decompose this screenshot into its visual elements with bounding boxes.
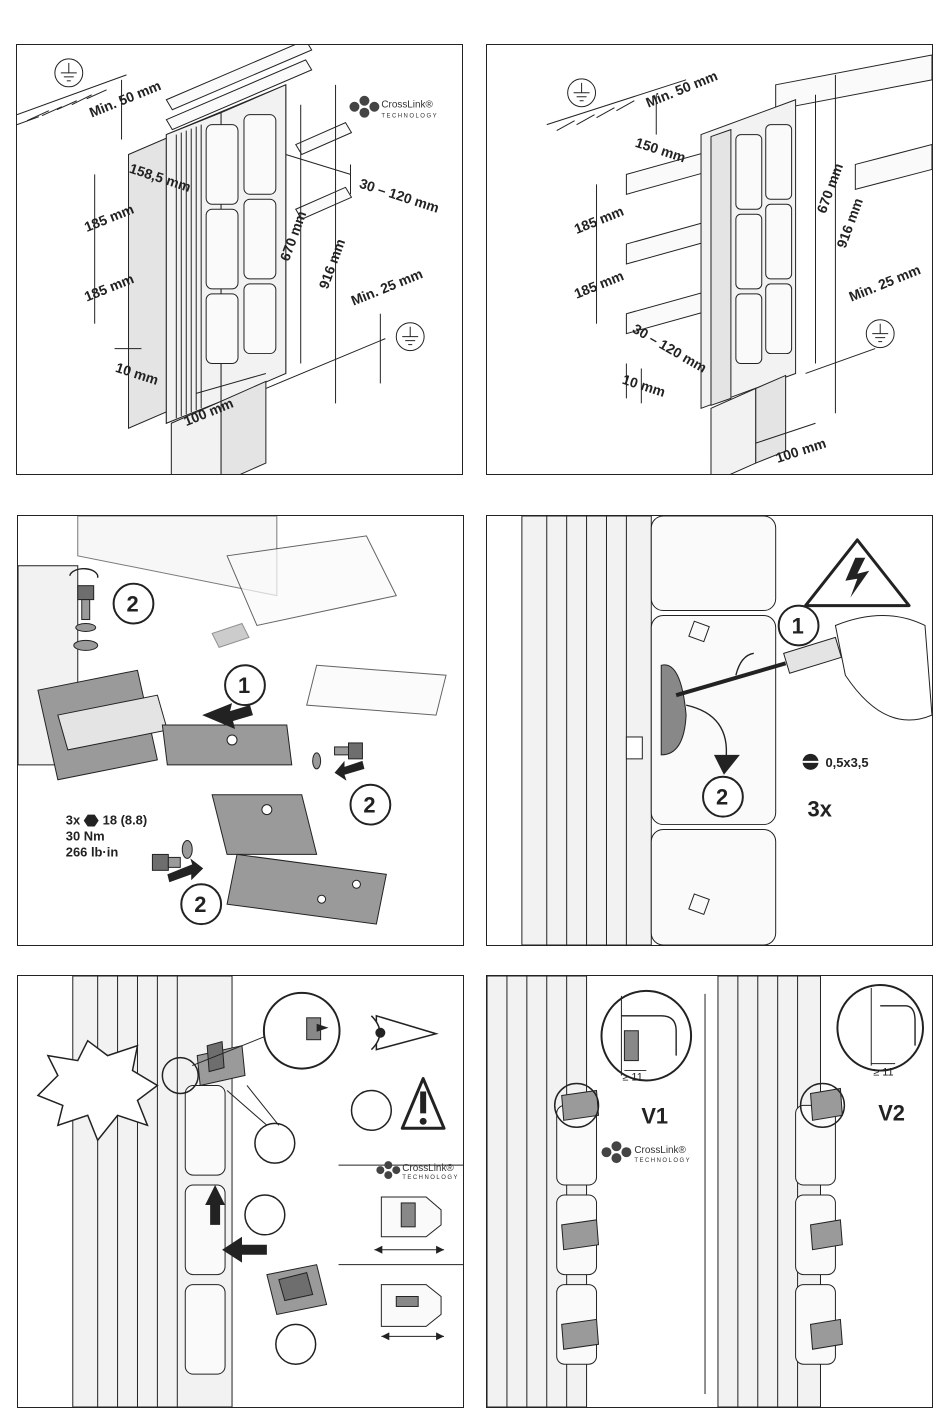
panel-installation-dimensions-side: Min. 50 mm 150 mm 185 mm 185 mm 670 mm 9… — [486, 44, 933, 475]
dimension-drawing-side: Min. 50 mm 150 mm 185 mm 185 mm 670 mm 9… — [487, 45, 932, 474]
push-arrow-right-icon — [335, 761, 365, 781]
dim-height-670: 670 mm — [813, 161, 846, 215]
step-badge-2-top: 2 — [114, 584, 154, 624]
clip-detail-ok — [374, 1197, 444, 1254]
electrical-hazard-icon — [806, 540, 910, 606]
strip-v2 — [718, 976, 842, 1407]
earth-symbol-bottom-icon — [380, 314, 424, 384]
cover-removal-drawing: 1 2 0,5x3,5 3x — [487, 516, 932, 945]
panel-installation-dimensions-front: CrossLink® TECHNOLOGY Min. 50 mm 158,5 m… — [16, 44, 463, 475]
earth-symbol-icon — [55, 59, 83, 87]
strip-body — [522, 516, 651, 945]
gap-label-v2: ≥ 11 — [873, 1067, 893, 1079]
dim-spacing: 30 – 120 mm — [358, 175, 442, 216]
crosslink-logo: CrossLink® TECHNOLOGY — [376, 1161, 459, 1181]
torque-qty: 3x — [66, 813, 81, 828]
dim-pitch-1: 185 mm — [82, 201, 136, 235]
detail-magnifier-v2 — [837, 985, 923, 1071]
clip-detail-alt — [381, 1285, 444, 1341]
bolt-bottom-icon — [152, 840, 192, 870]
panel-clip-mounting: CrossLink® TECHNOLOGY — [17, 975, 464, 1408]
step-circle-empty-d — [276, 1324, 316, 1364]
hex-head-icon — [84, 815, 99, 827]
variant-label-v2: V2 — [878, 1100, 905, 1125]
dim-min-bottom: Min. 25 mm — [846, 261, 922, 304]
panel-busbar-connection: 1 2 2 2 3x 18 (8.8) 30 Nm 266 lb·in — [17, 515, 464, 946]
dim-height-916: 916 mm — [833, 196, 866, 250]
detail-magnifier-v1 — [602, 991, 692, 1081]
step-circle-empty-a — [351, 1090, 391, 1130]
dim-gap-10: 10 mm — [620, 371, 667, 400]
strip-body — [73, 976, 232, 1407]
variant-label-v1: V1 — [641, 1103, 668, 1128]
step-number-1: 1 — [238, 673, 250, 698]
variant-comparison-drawing: ≥ 11 V1 ≥ 11 V2 CrossLink® TECHNOLOGY — [487, 976, 932, 1407]
detail-magnifier — [264, 993, 340, 1069]
count-3x: 3x — [808, 797, 832, 822]
dim-min-top: Min. 50 mm — [643, 67, 719, 110]
brand-name: CrossLink® — [402, 1163, 454, 1174]
step-badge-2-right: 2 — [350, 785, 390, 825]
dim-pitch-2: 185 mm — [572, 267, 626, 301]
panel-variants: ≥ 11 V1 ≥ 11 V2 CrossLink® TECHNOLOGY — [486, 975, 933, 1408]
step-number-2: 2 — [194, 892, 206, 917]
step-number-1: 1 — [792, 613, 804, 638]
gap-label-v1: ≥ 11 — [622, 1072, 642, 1084]
torque-lbin: 266 lb·in — [66, 844, 119, 859]
step-badge-1: 1 — [225, 665, 265, 705]
fuse-strip-cabinet — [701, 100, 796, 474]
earth-symbol-bottom-icon — [866, 320, 894, 348]
step-badge-2: 2 — [703, 777, 743, 817]
crosslink-logo: CrossLink® TECHNOLOGY — [349, 96, 438, 120]
torque-spec: 3x 18 (8.8) 30 Nm 266 lb·in — [66, 813, 147, 860]
torque-nm: 30 Nm — [66, 828, 105, 843]
brand-sub: TECHNOLOGY — [634, 1158, 691, 1164]
eye-icon — [371, 1016, 436, 1050]
dim-150: 150 mm — [633, 134, 687, 165]
strip-v1 — [487, 976, 598, 1407]
torque-hex-size: 18 (8.8) — [103, 813, 148, 828]
brand-sub: TECHNOLOGY — [381, 114, 438, 120]
dim-spacing: 30 – 120 mm — [630, 320, 710, 375]
step-number-2: 2 — [363, 793, 375, 818]
panel-cover-removal: 1 2 0,5x3,5 3x — [486, 515, 933, 946]
earth-symbol-icon — [568, 79, 596, 107]
clip-mounting-drawing: CrossLink® TECHNOLOGY — [18, 976, 463, 1407]
screwdriver-spec: 0,5x3,5 3x — [803, 754, 869, 822]
dimension-drawing-front: CrossLink® TECHNOLOGY Min. 50 mm 158,5 m… — [17, 45, 462, 474]
screwdriver-size: 0,5x3,5 — [825, 755, 868, 770]
step-number-2: 2 — [127, 592, 139, 617]
step-badge-1: 1 — [779, 606, 819, 646]
clip-part — [267, 1265, 327, 1315]
step-badge-2-bottom: 2 — [181, 884, 221, 924]
dim-pitch-1: 185 mm — [572, 203, 626, 237]
direction-arrow-faint — [212, 623, 249, 647]
step-circle-empty-c — [245, 1195, 285, 1235]
dim-min-top: Min. 50 mm — [87, 77, 163, 120]
dim-height-916: 916 mm — [315, 237, 348, 291]
step-circle-empty-b — [255, 1123, 295, 1163]
warning-icon — [402, 1079, 444, 1129]
step-number-2: 2 — [716, 785, 728, 810]
busbar-connection-drawing: 1 2 2 2 3x 18 (8.8) 30 Nm 266 lb·in — [18, 516, 463, 945]
brand-name: CrossLink® — [381, 100, 433, 111]
dim-min-bottom: Min. 25 mm — [349, 265, 425, 308]
brand-name: CrossLink® — [634, 1145, 686, 1156]
dim-pitch-2: 185 mm — [82, 270, 136, 304]
brand-sub: TECHNOLOGY — [402, 1175, 459, 1181]
crosslink-logo: CrossLink® TECHNOLOGY — [602, 1141, 692, 1164]
